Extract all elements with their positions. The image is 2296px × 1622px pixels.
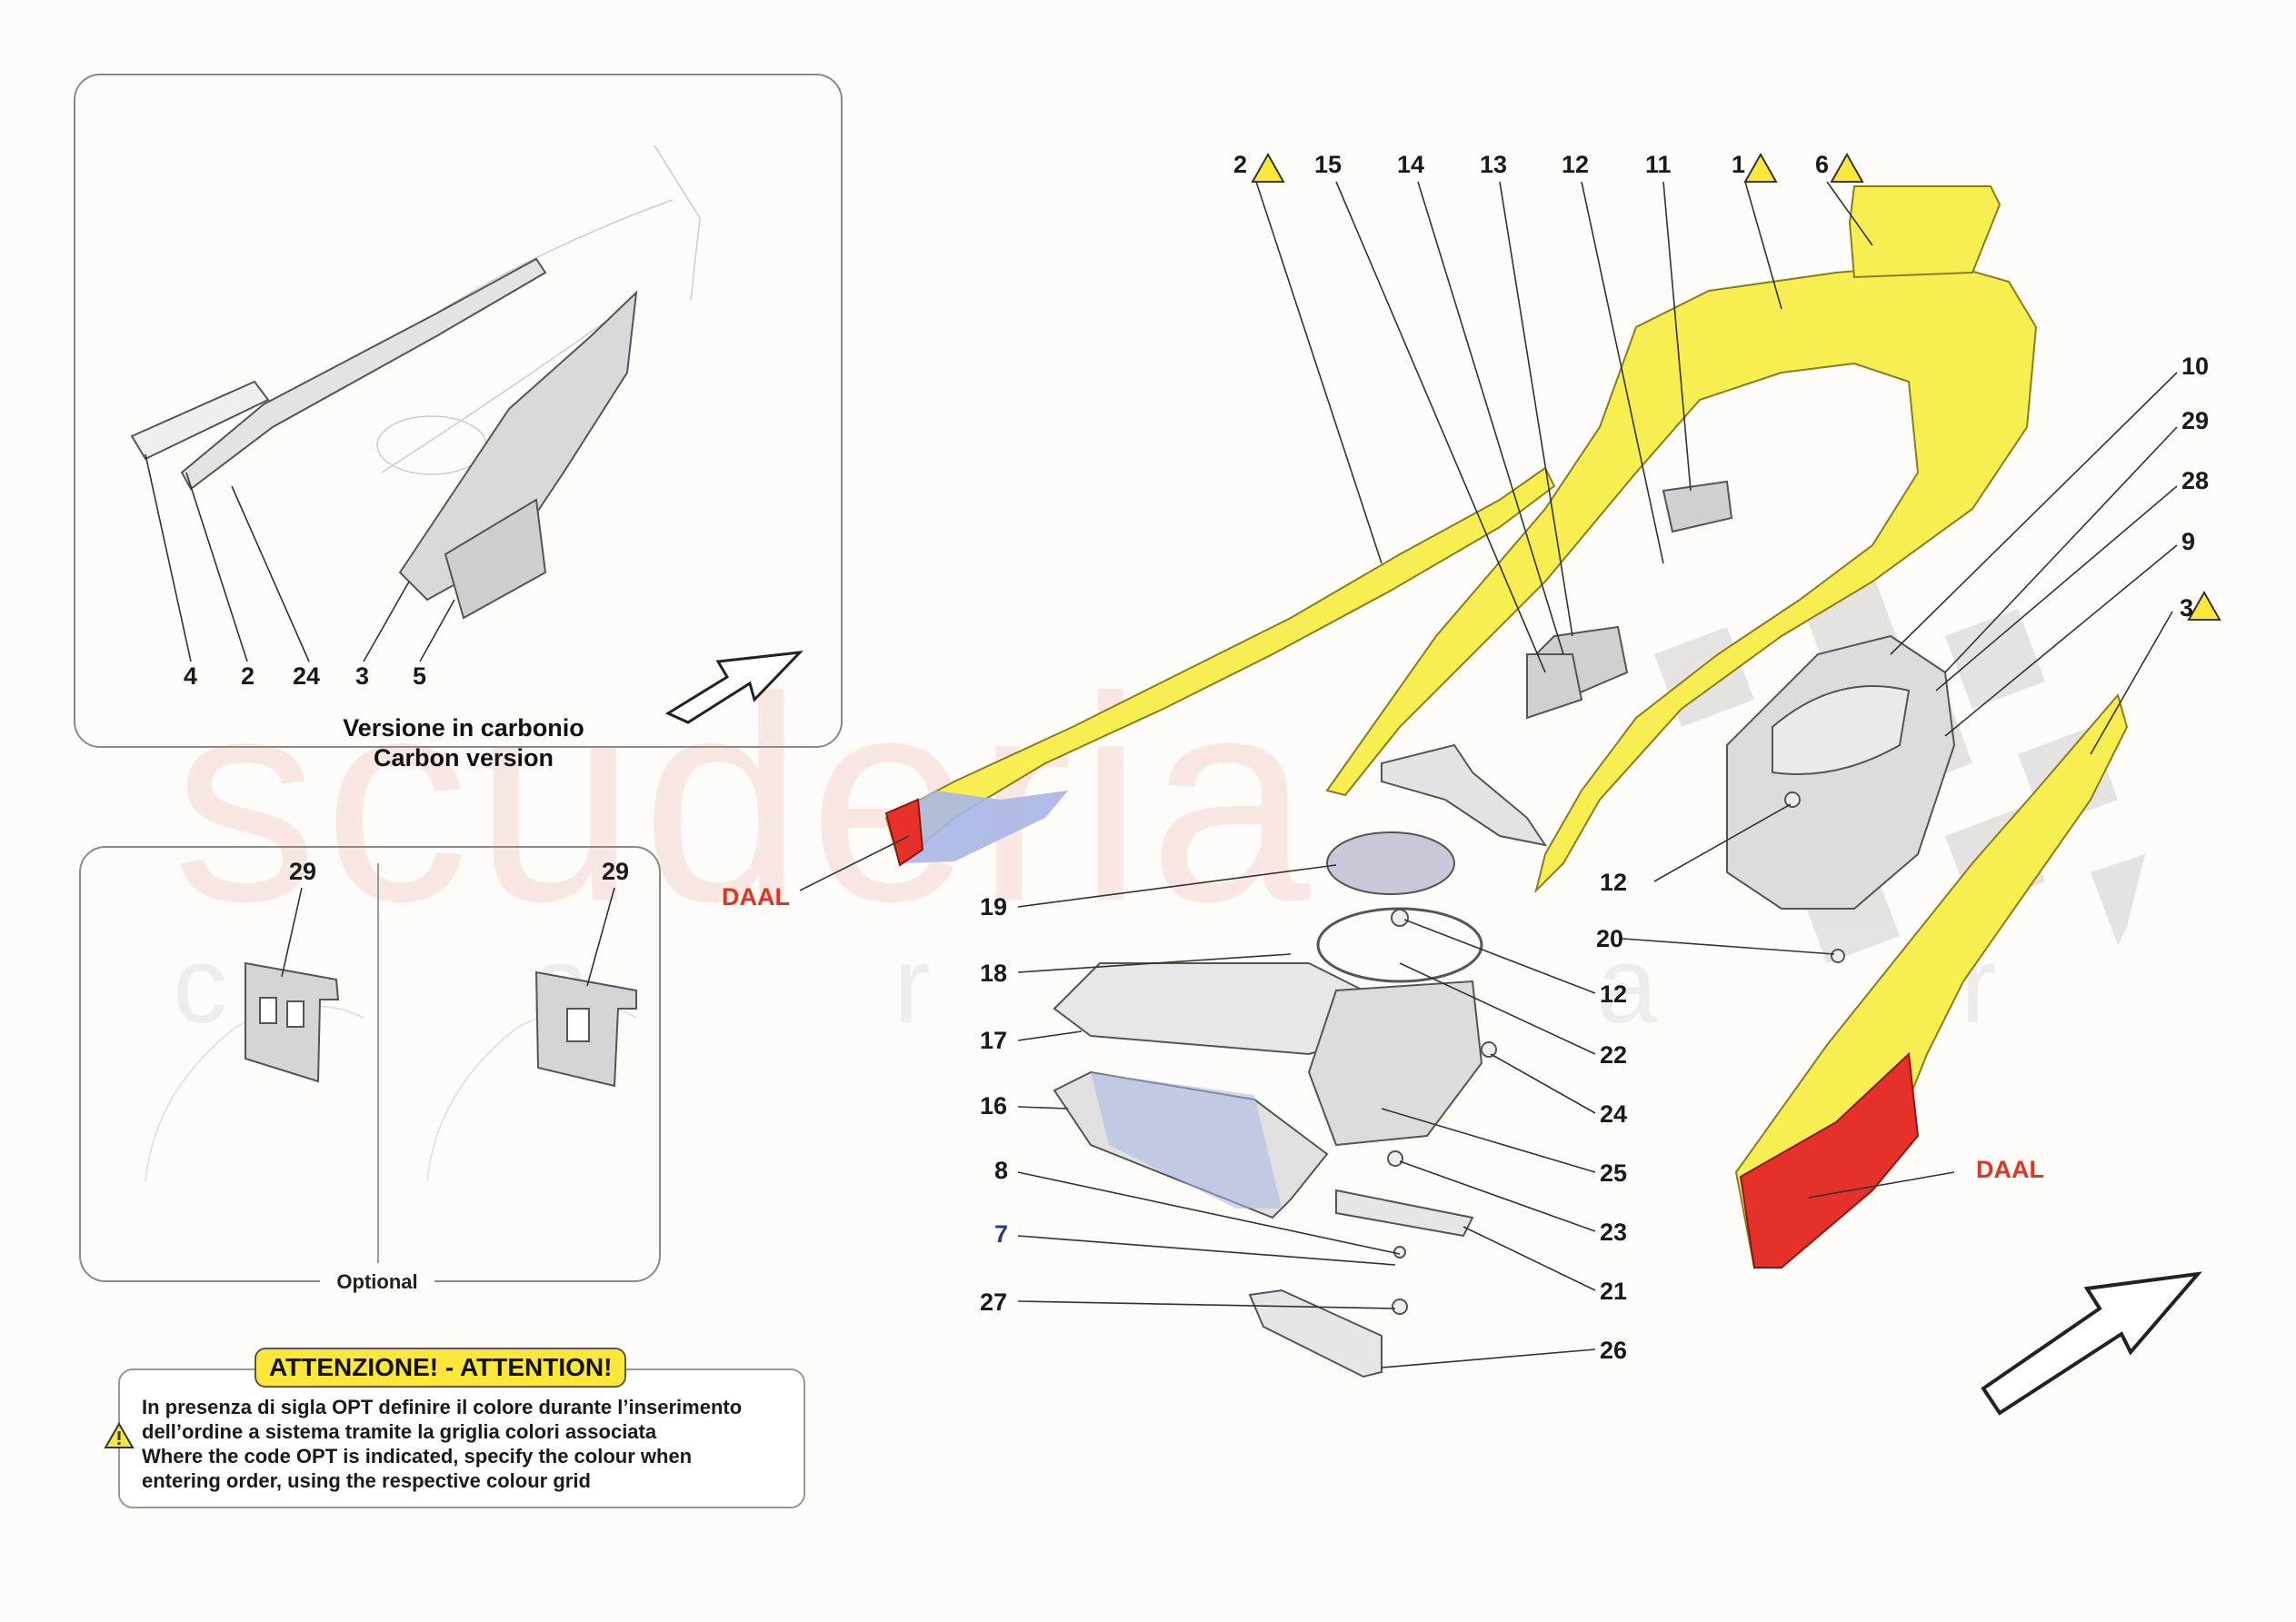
callout-23: 23 (1600, 1219, 1627, 1246)
callout-24: 24 (1600, 1100, 1627, 1128)
callout-21: 21 (1600, 1278, 1627, 1305)
part-19-mesh-disk (1326, 831, 1455, 895)
callout-13: 13 (1480, 151, 1507, 178)
callout-25: 25 (1600, 1159, 1627, 1187)
callout-10: 10 (2181, 353, 2209, 380)
callout-28: 28 (2181, 467, 2209, 494)
callout-20: 20 (1596, 925, 1623, 952)
callout-29: 29 (2181, 407, 2209, 434)
callout-daal-right: DAAL (1976, 1156, 2044, 1183)
callout-12-top: 12 (1562, 151, 1589, 178)
part-14-bracket (1381, 743, 1548, 847)
carbon-label-5: 5 (413, 662, 426, 690)
screw-24-icon (1481, 1041, 1497, 1058)
callout-19: 19 (980, 893, 1007, 920)
callout-9: 9 (2181, 528, 2195, 555)
watermark-brand: scuderia (173, 636, 1316, 961)
optional-caption-bg (320, 1268, 434, 1295)
warning-line-3: Where the code OPT is indicated, specify… (142, 1445, 693, 1468)
optional-leader-right (586, 887, 615, 987)
part-26-bracket (1248, 1289, 1383, 1378)
callout-2: 2 (1233, 151, 1247, 178)
screw-12-icon (1391, 909, 1409, 927)
screw-20-icon (1831, 949, 1845, 963)
part-28-mat (1772, 685, 1911, 775)
warning-box (118, 1368, 805, 1508)
callout-7: 7 (994, 1220, 1008, 1248)
part-6-lid-yellow (1848, 185, 2002, 279)
callout-17: 17 (980, 1027, 1007, 1054)
carbon-label-3: 3 (355, 662, 369, 690)
optional-caption: Optional (336, 1270, 417, 1293)
callout-8: 8 (994, 1157, 1008, 1184)
washer-23-icon (1387, 1150, 1403, 1167)
warning-heading: ATTENZIONE! - ATTENTION! (255, 1348, 627, 1388)
callout-12-mid: 12 (1600, 869, 1627, 896)
part-21-bracket (1335, 1189, 1474, 1238)
callout-3: 3 (2180, 594, 2193, 622)
callout-22: 22 (1600, 1041, 1627, 1069)
callout-12-low: 12 (1600, 980, 1627, 1008)
daal-left-red-end (884, 798, 924, 867)
screw-12b-icon (1784, 791, 1801, 808)
direction-arrow-icon (664, 651, 804, 724)
carbon-inset-leaders (145, 453, 455, 662)
nut-7-icon (1393, 1246, 1406, 1259)
warning-line-4: entering order, using the respective col… (142, 1469, 591, 1492)
part-11-cap (1662, 480, 1733, 533)
warning-triangle-icon (1251, 152, 2221, 621)
callout-11: 11 (1645, 151, 1672, 178)
optional-leader-left (281, 887, 303, 978)
carbon-inset-drawing (130, 144, 701, 620)
part-16-blue-face (1091, 1072, 1282, 1209)
callout-27: 27 (980, 1289, 1007, 1316)
part-25-housing (1307, 980, 1483, 1147)
carbon-inset-frame (74, 74, 843, 748)
daal-right-red-panel (1739, 1051, 1920, 1269)
part-2-blue-face (886, 791, 1068, 863)
part-15-pad (1526, 653, 1583, 720)
callout-6: 6 (1815, 151, 1829, 178)
main-direction-arrow-icon (1981, 1271, 2202, 1416)
screw-27-icon (1392, 1299, 1408, 1315)
carbon-title-it: Versione in carbonio (343, 714, 584, 741)
carbon-title-en: Carbon version (374, 744, 554, 771)
carbon-label-24: 24 (293, 662, 320, 690)
optional-inset-drawing (145, 961, 637, 1182)
optional-label-29-right: 29 (602, 858, 629, 885)
main-leaders (799, 181, 2178, 1368)
part-9-tray (1726, 634, 1956, 910)
callout-daal-left: DAAL (722, 883, 790, 911)
callout-18: 18 (980, 960, 1007, 987)
optional-label-29-left: 29 (289, 858, 316, 885)
callout-14: 14 (1397, 151, 1424, 178)
callout-26: 26 (1600, 1337, 1627, 1364)
carbon-label-4: 4 (184, 662, 197, 690)
warning-icon (104, 1422, 135, 1448)
callout-16: 16 (980, 1092, 1007, 1119)
warning-line-1: In presenza di sigla OPT definire il col… (142, 1396, 743, 1418)
part-2-trim-yellow (884, 466, 1556, 865)
warning-line-2: dell’ordine a sistema tramite la griglia… (142, 1420, 657, 1443)
callout-15: 15 (1314, 151, 1342, 178)
callout-1: 1 (1732, 151, 1745, 178)
carbon-label-2: 2 (241, 662, 255, 690)
